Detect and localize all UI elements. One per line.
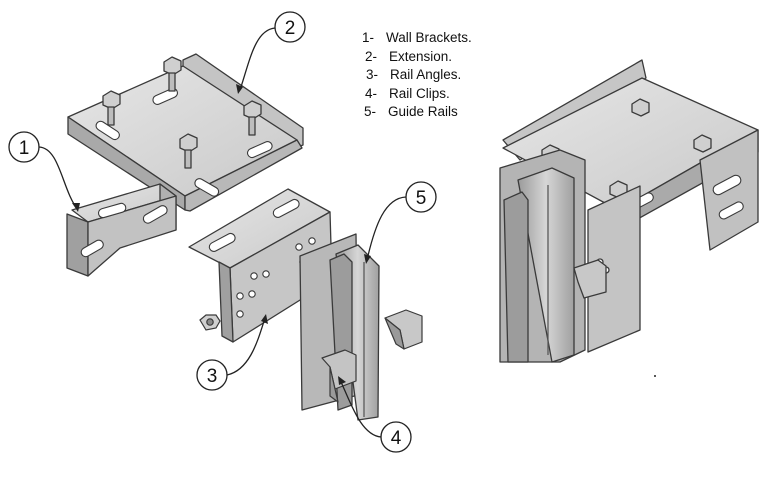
legend-item: 5-Guide Rails: [364, 104, 458, 119]
rail-clip: [321, 349, 357, 403]
callout-4-label: 4: [391, 428, 402, 449]
legend-item: 1-Wall Brackets.: [362, 30, 472, 45]
callout-3: 3: [196, 314, 268, 391]
rail-angle: [188, 188, 333, 343]
guide-rail: [299, 233, 380, 421]
callout-5-label: 5: [416, 188, 427, 209]
stray-dot: [654, 375, 656, 377]
rail-clip-loose: [384, 309, 423, 350]
callout-5: 5: [364, 181, 437, 264]
parts-legend: 1-Wall Brackets. 2-Extension. 3-Rail Ang…: [362, 29, 472, 122]
callout-2-label: 2: [285, 18, 296, 39]
callout-2: 2: [236, 11, 306, 94]
callout-1-label: 1: [19, 138, 30, 159]
legend-item: 2-Extension.: [365, 48, 453, 64]
legend-item: 3-Rail Angles.: [366, 67, 462, 82]
bolt-set: [102, 56, 262, 169]
callout-3-label: 3: [207, 366, 218, 387]
hex-nut: [199, 314, 221, 331]
legend-item: 4-Rail Clips.: [365, 85, 450, 101]
extension-plate: [67, 53, 304, 212]
callout-4: 4: [338, 376, 412, 453]
assembled-view: [499, 59, 759, 363]
callout-1: 1: [8, 131, 80, 212]
wall-bracket: [66, 183, 177, 277]
